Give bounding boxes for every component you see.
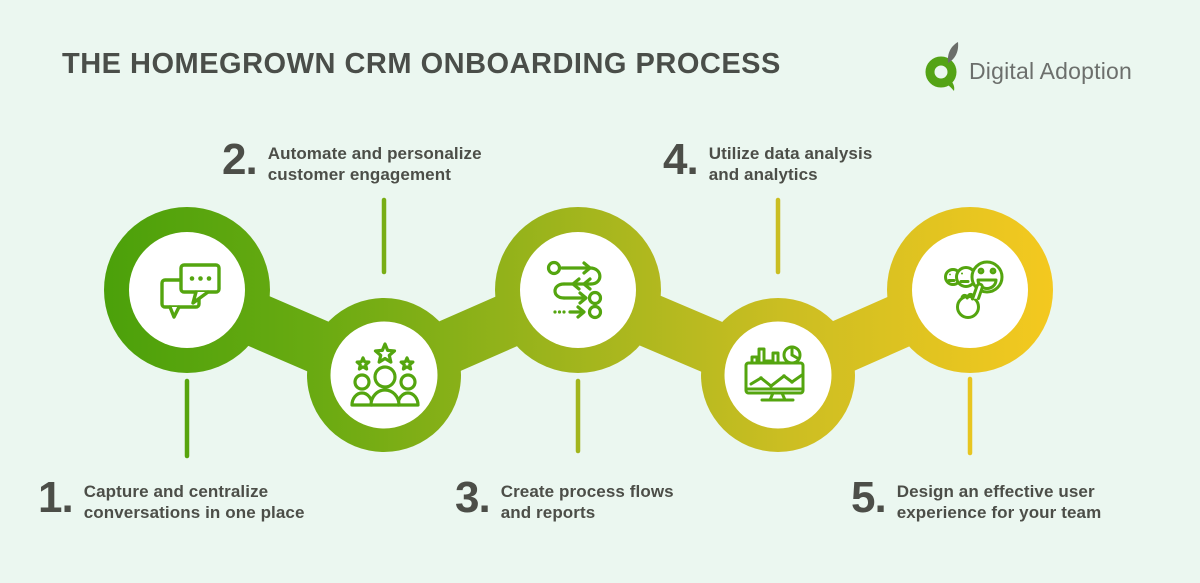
step-4-label: 4. Utilize data analysis and analytics (663, 135, 873, 185)
page-title: THE HOMEGROWN CRM ONBOARDING PROCESS (62, 48, 781, 80)
step-2-label: 2. Automate and personalize customer eng… (222, 135, 482, 185)
step-3-text-line2: and reports (500, 503, 596, 522)
chat-bubbles-icon (160, 263, 221, 319)
step-1-number: 1. (38, 473, 74, 522)
customer-stars-icon (350, 342, 420, 407)
step-4-number: 4. (663, 135, 699, 184)
step-3-text-line1: Create process flows (500, 482, 674, 501)
step-2-text-line2: customer engagement (267, 165, 451, 184)
step-2-text: Automate and personalize customer engage… (268, 143, 482, 185)
digital-adoption-logo-icon (925, 42, 959, 91)
step-1-text-line2: conversations in one place (83, 503, 305, 522)
analytics-dashboard-icon (744, 345, 805, 402)
process-flow-icon (546, 260, 603, 320)
step-2-text-line1: Automate and personalize (267, 144, 482, 163)
brand-logo: Digital Adoption (925, 40, 1132, 92)
step-4-text: Utilize data analysis and analytics (709, 143, 873, 185)
step-1-text: Capture and centralize conversations in … (84, 481, 305, 523)
step-3-label: 3. Create process flows and reports (455, 473, 674, 523)
step-5-label: 5. Design an effective user experience f… (851, 473, 1102, 523)
label-leader-lines (184, 197, 973, 459)
step-1-text-line1: Capture and centralize (83, 482, 269, 501)
step-4-text-line1: Utilize data analysis (708, 144, 873, 163)
step-3-text: Create process flows and reports (501, 481, 674, 523)
user-experience-icon (944, 260, 1004, 319)
step-5-text-line1: Design an effective user (896, 482, 1095, 501)
step-2-number: 2. (222, 135, 258, 184)
step-3-number: 3. (455, 473, 491, 522)
step-5-text-line2: experience for your team (896, 503, 1102, 522)
step-4-text-line2: and analytics (708, 165, 818, 184)
step-5-number: 5. (851, 473, 887, 522)
step-5-text: Design an effective user experience for … (897, 481, 1102, 523)
brand-name: Digital Adoption (969, 57, 1133, 84)
step-1-label: 1. Capture and centralize conversations … (38, 473, 305, 523)
